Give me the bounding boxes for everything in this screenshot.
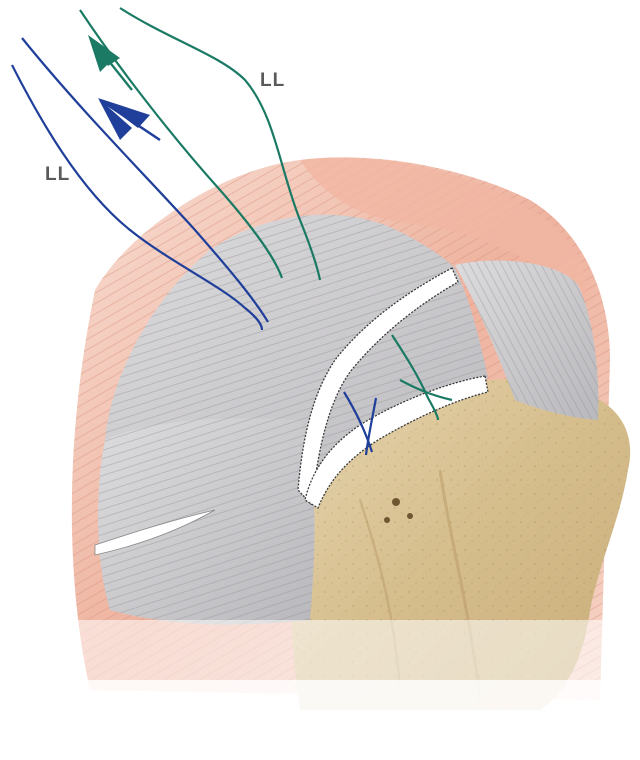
blue-suture	[11, 37, 378, 456]
bone-pore	[407, 513, 413, 519]
bone-pore	[384, 517, 390, 523]
left-suture-label: LL	[45, 164, 70, 185]
bone-pore	[392, 498, 400, 506]
arrow-up-left-icon	[88, 35, 133, 91]
right-tendon	[455, 260, 599, 420]
arrow-up-left-icon	[98, 98, 161, 142]
foam-strip-lower	[304, 375, 489, 509]
right-suture-label: LL	[260, 70, 285, 91]
rotator-cuff-tendon	[94, 214, 488, 625]
